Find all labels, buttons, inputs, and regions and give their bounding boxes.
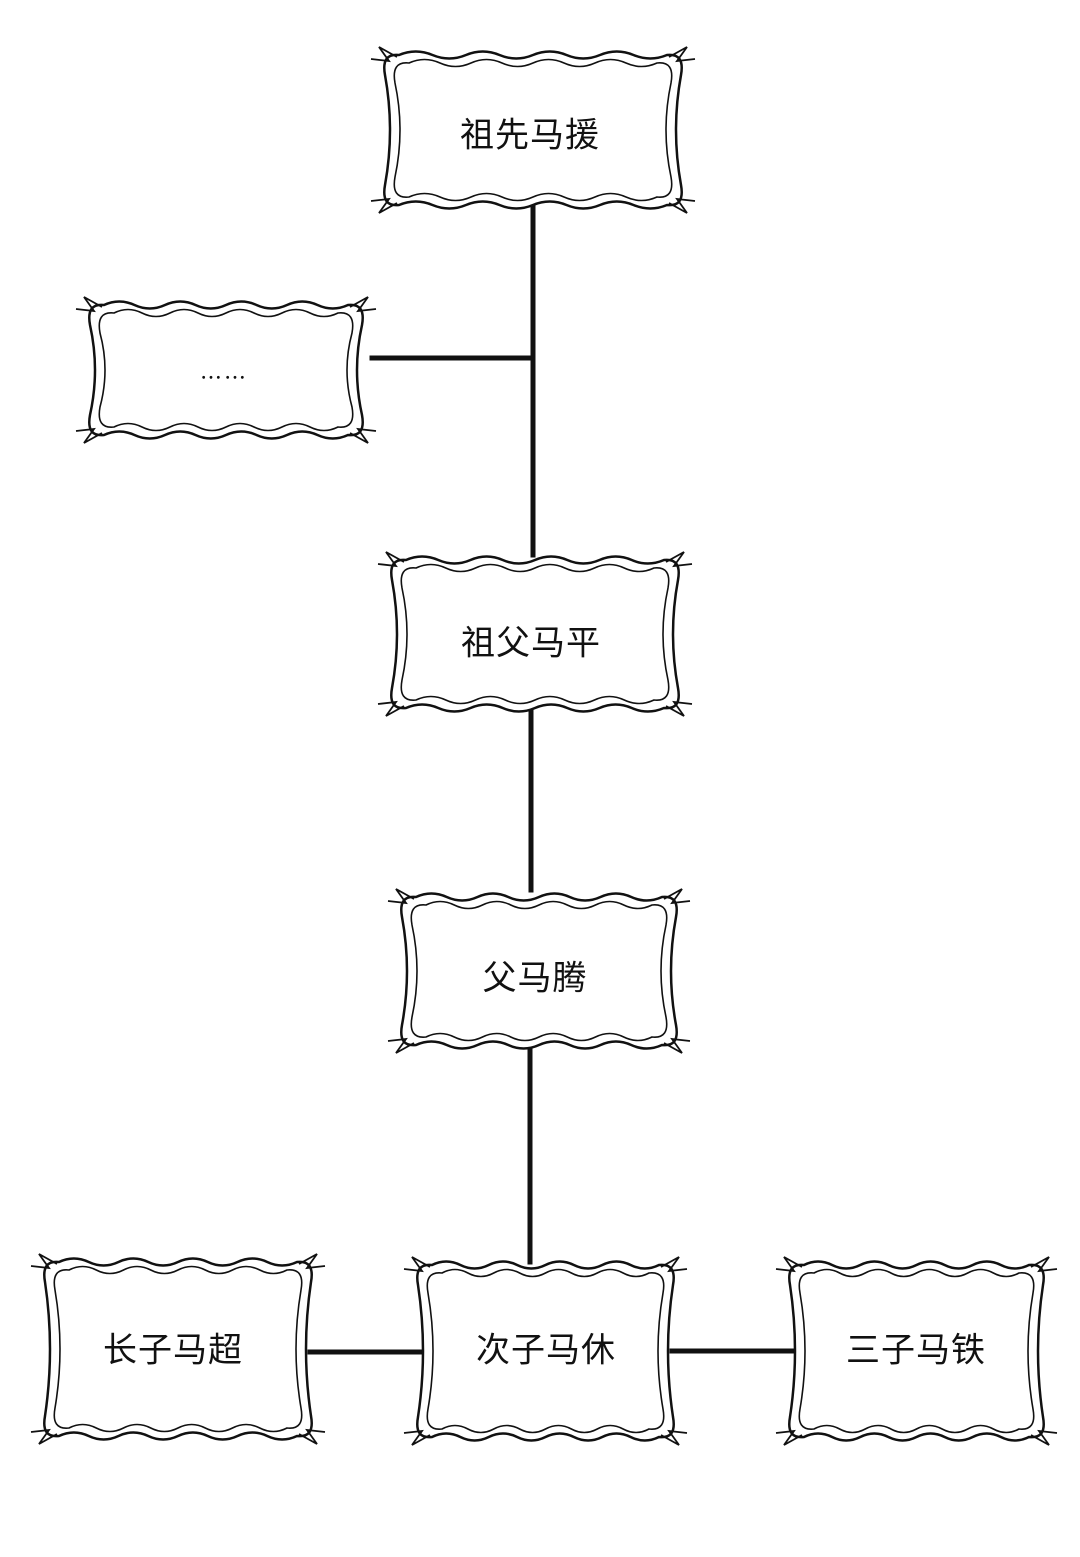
frame-eldest-son-corner-flourish <box>30 1253 326 1445</box>
frame-ancestor-corner-flourish <box>370 46 696 214</box>
node-grandfather: 祖父马平 <box>461 623 601 664</box>
node-eldest-son: 长子马超 <box>103 1330 243 1371</box>
frame-unknown-outline <box>88 300 364 440</box>
frame-eldest-son-inner-outline <box>53 1265 303 1433</box>
frame-third-son <box>775 1256 1058 1446</box>
frame-father <box>387 888 691 1054</box>
frame-second-son <box>403 1256 688 1446</box>
node-frames <box>30 46 1058 1446</box>
frame-father-inner-outline <box>410 900 668 1042</box>
frame-eldest-son <box>30 1253 326 1445</box>
frame-ancestor <box>370 46 696 214</box>
frame-second-son-corner-flourish <box>403 1256 688 1446</box>
frame-second-son-outline <box>416 1260 675 1442</box>
frame-third-son-outline <box>788 1260 1045 1442</box>
frame-third-son-corner-flourish <box>775 1256 1058 1446</box>
frame-unknown <box>75 296 377 444</box>
frame-ancestor-outline <box>383 50 683 210</box>
frame-second-son-inner-outline <box>426 1268 665 1434</box>
frame-grandfather <box>377 551 693 717</box>
frame-father-outline <box>400 892 678 1050</box>
frame-unknown-corner-flourish <box>75 296 377 444</box>
frame-ancestor-inner-outline <box>393 58 673 202</box>
frame-grandfather-outline <box>390 555 680 713</box>
connectors <box>307 204 795 1355</box>
node-father: 父马腾 <box>482 958 588 999</box>
frame-third-son-inner-outline <box>798 1268 1035 1434</box>
node-second-son: 次子马休 <box>476 1330 616 1371</box>
frame-grandfather-inner-outline <box>400 563 670 705</box>
node-unknown: …… <box>200 359 248 385</box>
node-ancestor: 祖先马援 <box>460 115 600 156</box>
frame-unknown-inner-outline <box>98 308 354 432</box>
node-third-son: 三子马铁 <box>846 1330 986 1371</box>
frame-grandfather-corner-flourish <box>377 551 693 717</box>
frame-father-corner-flourish <box>387 888 691 1054</box>
frame-eldest-son-outline <box>43 1257 313 1441</box>
